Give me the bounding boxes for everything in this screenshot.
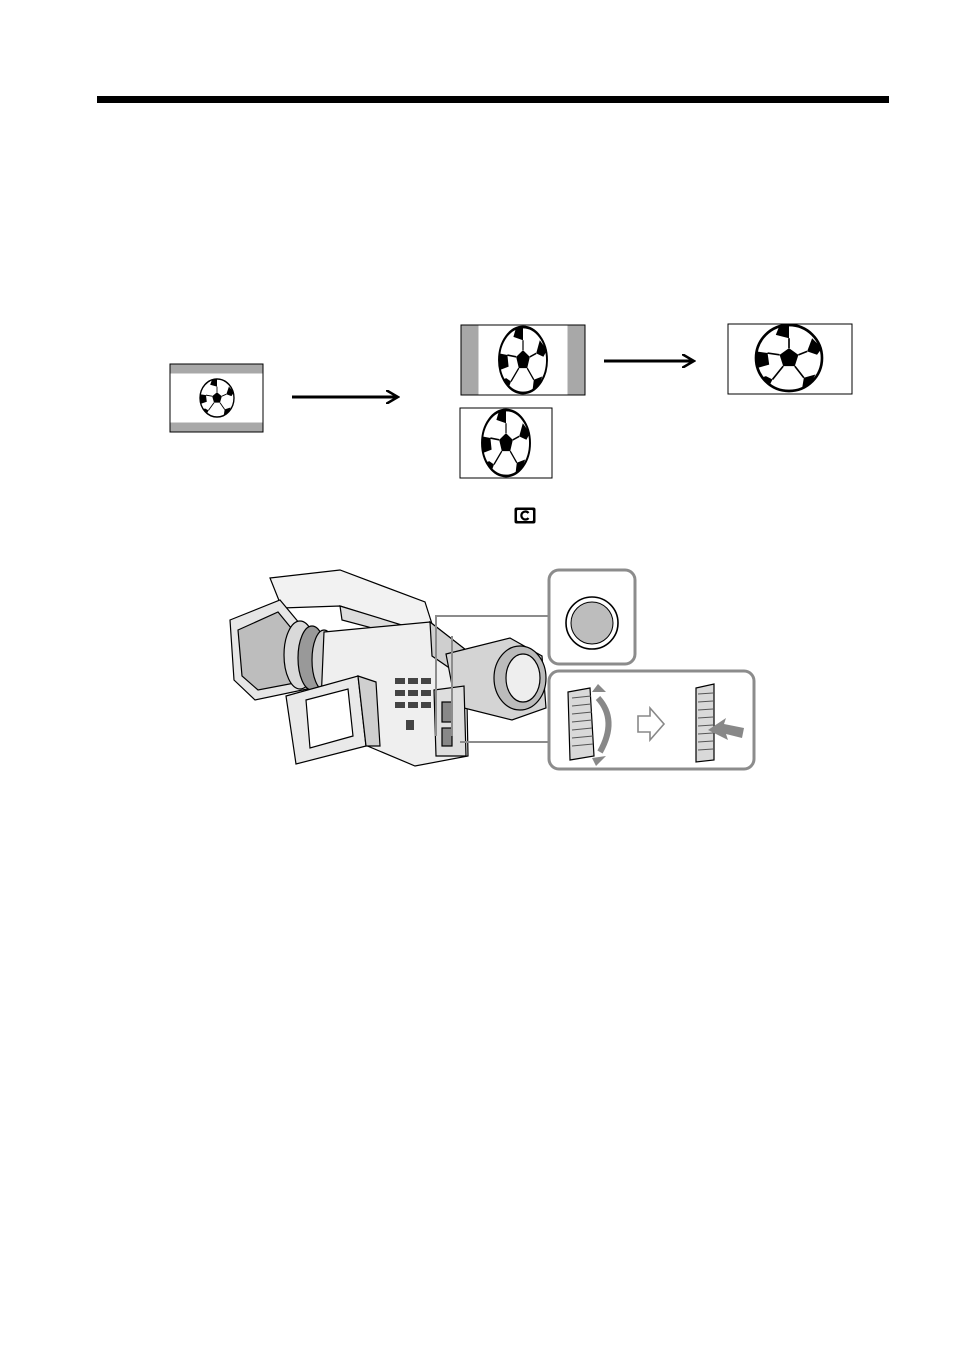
header-rule (97, 96, 889, 103)
dial-detail-callout (549, 671, 754, 769)
squeezed-frame (461, 325, 585, 395)
camcorder-illustration (230, 570, 546, 766)
button-detail-callout (549, 570, 635, 664)
camcorder-figure (220, 560, 760, 775)
source-letterbox-frame (170, 364, 263, 432)
aspect-conversion-figure (160, 315, 870, 490)
wide-result-frame (728, 324, 852, 394)
cinema-mode-icon (514, 507, 536, 524)
vertical-stretch-frame (460, 408, 552, 478)
